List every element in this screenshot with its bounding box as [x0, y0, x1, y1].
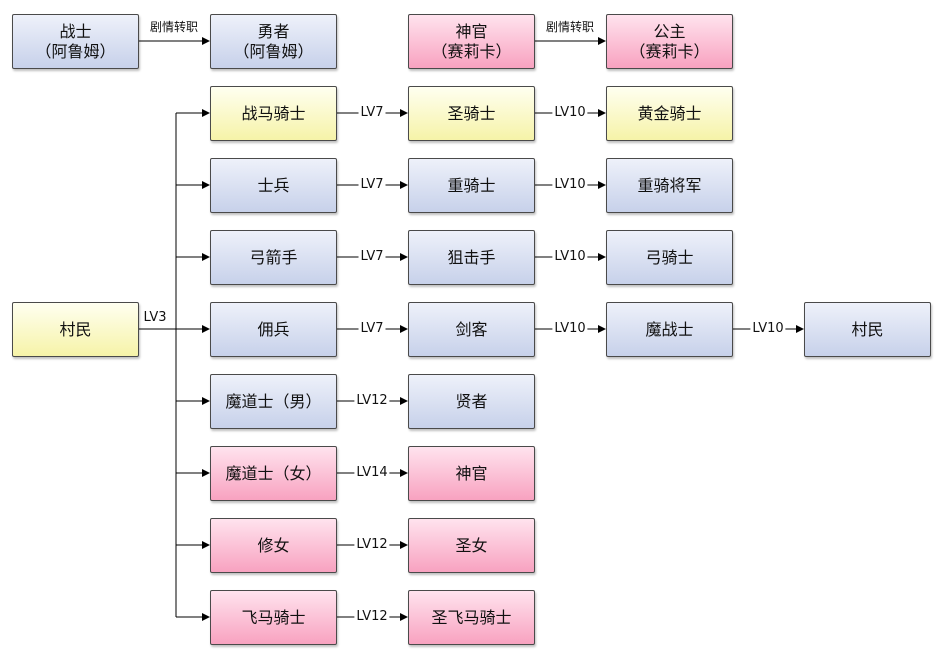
node-hero-char: （阿鲁姆） [233, 41, 314, 61]
node-priest-top-name: 神官 [455, 21, 488, 41]
edge-label-lv10: LV10 [552, 105, 588, 120]
node-priest-top-char: （赛莉卡） [431, 41, 512, 61]
node-warrior: 战士 （阿鲁姆） [12, 14, 139, 69]
edge-label-lv12: LV12 [354, 393, 390, 408]
edge-label-lv10: LV10 [750, 321, 786, 336]
node-archer: 弓箭手 [210, 230, 337, 285]
edge-label-lv10: LV10 [552, 321, 588, 336]
node-villager-end: 村民 [804, 302, 931, 357]
node-saint: 圣女 [408, 518, 535, 573]
node-bow-knight: 弓骑士 [606, 230, 733, 285]
node-priest-top: 神官 （赛莉卡） [408, 14, 535, 69]
node-dread-fighter: 魔战士 [606, 302, 733, 357]
node-falcon-knight: 圣飞马骑士 [408, 590, 535, 645]
edge-label-lv3: LV3 [143, 310, 167, 325]
edge-label-lv10: LV10 [552, 177, 588, 192]
edge-label-lv12: LV12 [354, 609, 390, 624]
node-general: 重骑将军 [606, 158, 733, 213]
edge-label-lv7: LV7 [358, 177, 386, 192]
edge-label-lv14: LV14 [354, 465, 390, 480]
node-mage-female: 魔道士（女） [210, 446, 337, 501]
node-baron: 重骑士 [408, 158, 535, 213]
edge-label-lv7: LV7 [358, 321, 386, 336]
edge-label-lv12: LV12 [354, 537, 390, 552]
edge-label-story-2: 剧情转职 [543, 20, 597, 34]
node-mercenary: 佣兵 [210, 302, 337, 357]
node-princess-char: （赛莉卡） [629, 41, 710, 61]
node-hero-name: 勇者 [257, 21, 290, 41]
node-cavalier: 战马骑士 [210, 86, 337, 141]
node-soldier: 士兵 [210, 158, 337, 213]
node-sage: 贤者 [408, 374, 535, 429]
node-swordmaster: 剑客 [408, 302, 535, 357]
node-princess-name: 公主 [653, 21, 686, 41]
node-villager: 村民 [12, 302, 139, 357]
edge-label-lv10: LV10 [552, 249, 588, 264]
edge-label-lv7: LV7 [358, 105, 386, 120]
node-mage-male: 魔道士（男） [210, 374, 337, 429]
edge-label-lv7: LV7 [358, 249, 386, 264]
edge-label-story-1: 剧情转职 [147, 20, 201, 34]
node-hero: 勇者 （阿鲁姆） [210, 14, 337, 69]
node-priestess: 神官 [408, 446, 535, 501]
node-warrior-name: 战士 [59, 21, 92, 41]
node-pegasus-knight: 飞马骑士 [210, 590, 337, 645]
node-cleric: 修女 [210, 518, 337, 573]
node-paladin: 圣骑士 [408, 86, 535, 141]
node-gold-knight: 黄金骑士 [606, 86, 733, 141]
node-warrior-char: （阿鲁姆） [35, 41, 116, 61]
node-princess: 公主 （赛莉卡） [606, 14, 733, 69]
node-sniper: 狙击手 [408, 230, 535, 285]
